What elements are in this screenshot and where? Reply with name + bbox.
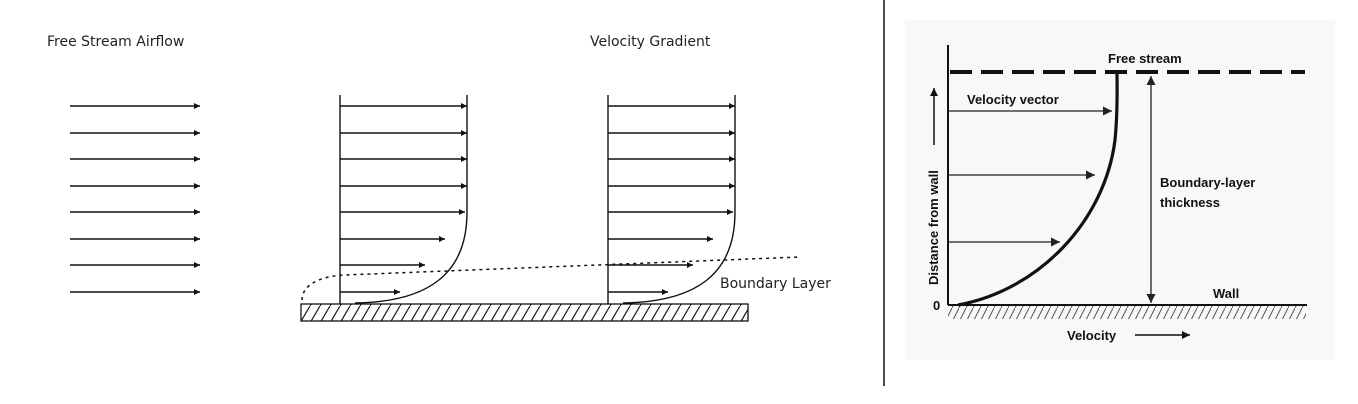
y-axis-label: Distance from wall [926,170,941,285]
velocity-profile-curve [354,95,468,304]
velocity-vector-label: Velocity vector [967,92,1059,107]
right-diagram: Free stream Velocity vector Boundary-lay… [905,20,1335,360]
right-diagram-background [905,20,1335,360]
x-axis-label: Velocity [1067,328,1117,343]
velocity-gradient-label: Velocity Gradient [590,34,711,50]
wall-hatching [948,306,1306,319]
thickness-label-line2: thickness [1160,195,1220,210]
flat-plate [300,303,749,322]
velocity-profile-curve [957,70,1119,307]
wall-label: Wall [1213,286,1239,301]
free-stream-airflow-label: Free Stream Airflow [47,34,184,50]
velocity-profile-1 [339,95,468,304]
velocity-profile-2 [607,95,736,304]
left-diagram: Free Stream Airflow Velocity Gradient Bo… [47,34,831,322]
free-stream-label: Free stream [1108,51,1182,66]
boundary-layer-label: Boundary Layer [720,276,831,292]
free-stream-arrows [70,103,200,295]
origin-label: 0 [933,298,940,313]
velocity-profile-curve [622,95,736,304]
thickness-label-line1: Boundary-layer [1160,175,1255,190]
